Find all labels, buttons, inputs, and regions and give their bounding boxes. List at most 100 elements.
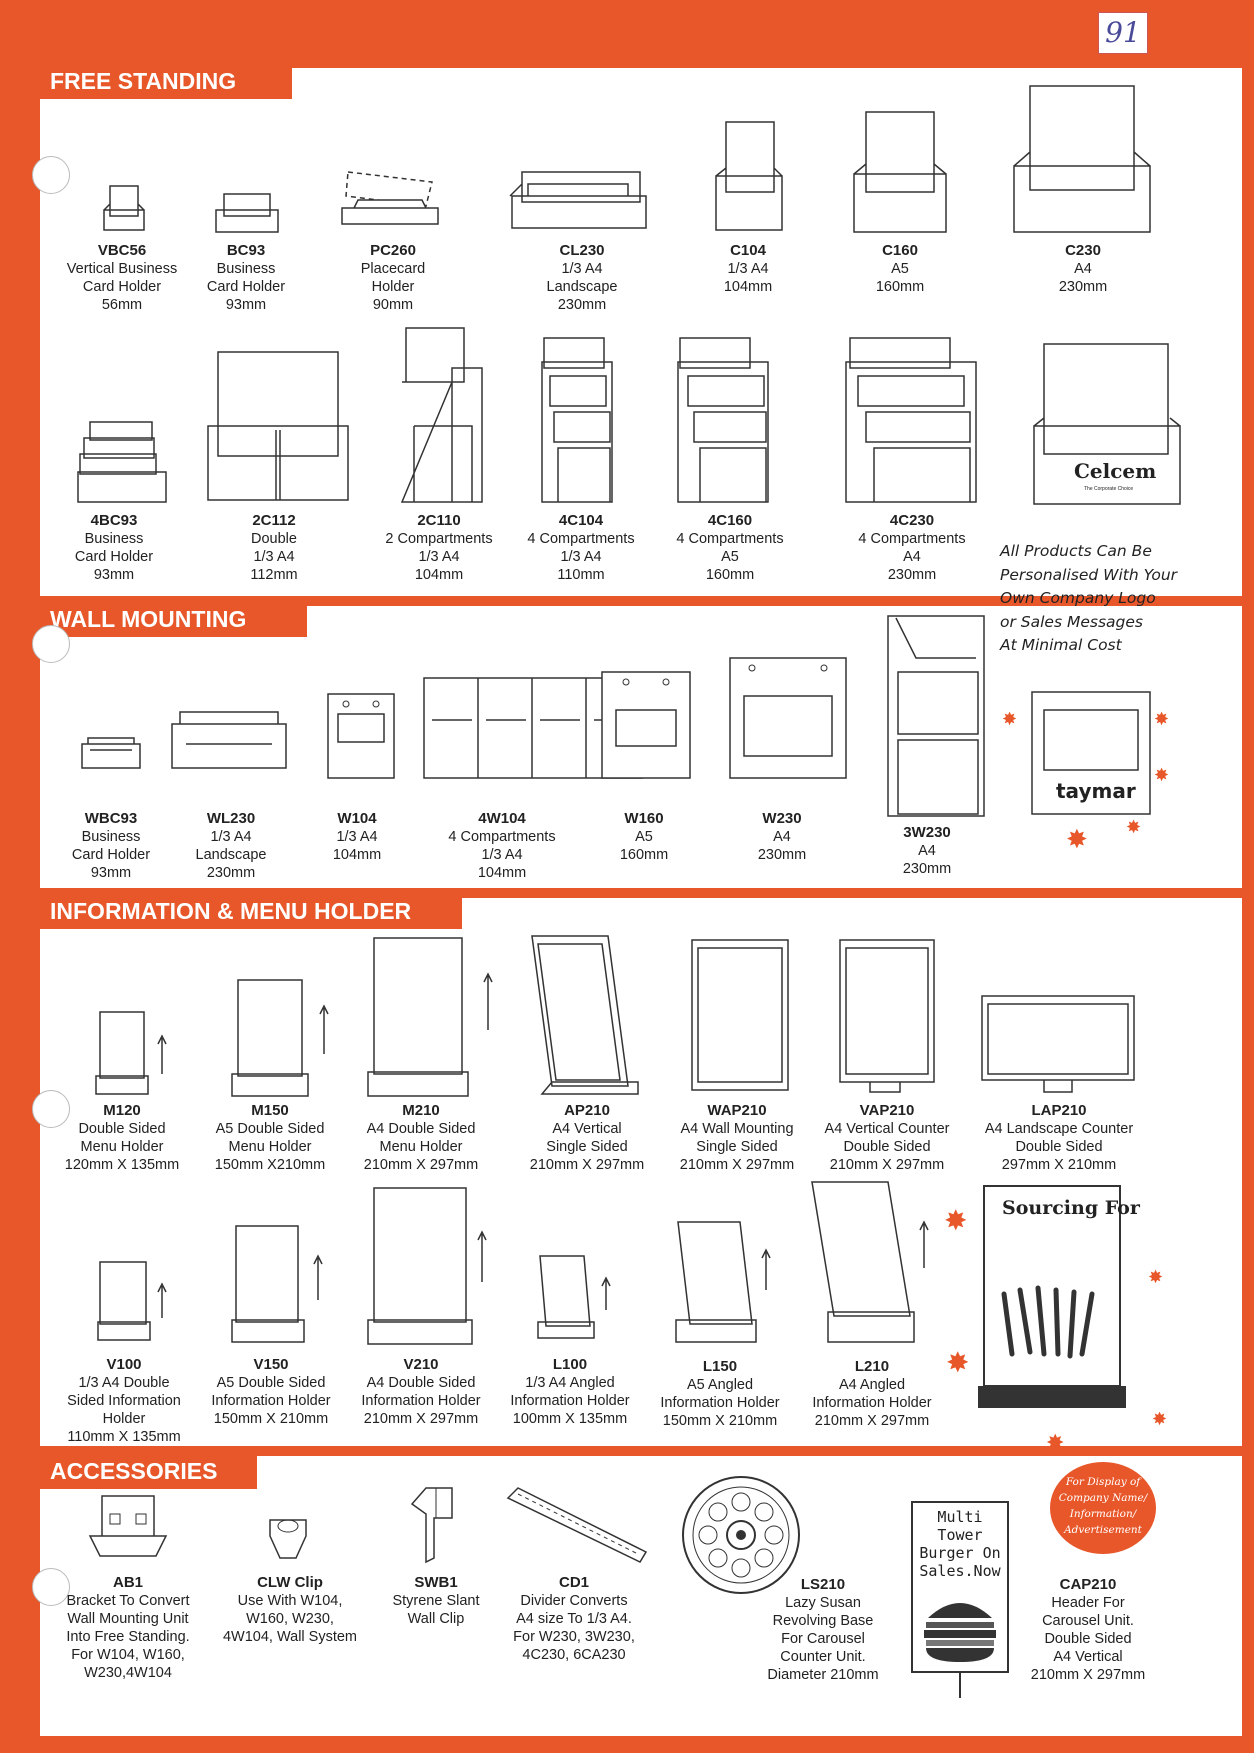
product-clw-clip: CLW Clip Use With W104,W160, W230,4W104,… [222, 1574, 358, 1645]
c160-illustration [852, 110, 948, 234]
2c112-illustration [206, 350, 350, 502]
l150-illustration [674, 1220, 774, 1344]
section-title-info-menu: INFORMATION & MENU HOLDER [40, 892, 462, 929]
v100-illustration [96, 1260, 172, 1342]
cl230-illustration [508, 168, 650, 230]
m120-illustration [94, 1010, 184, 1096]
star-decoration: ✸ [1066, 824, 1088, 854]
m150-illustration [230, 978, 340, 1098]
cd1-illustration [506, 1484, 648, 1564]
wap210-illustration [690, 938, 790, 1092]
sourcing-poster-title: Sourcing For [1002, 1197, 1141, 1219]
w104-illustration [326, 692, 396, 780]
cap210-burger-sign-illustration [910, 1500, 1010, 1700]
celcem-display-illustration: Celcem The Corporate Choice [1032, 340, 1182, 506]
4c230-illustration [844, 336, 980, 504]
section-title-accessories: ACCESSORIES [40, 1452, 257, 1489]
4c104-illustration [540, 336, 618, 504]
section-title-free-standing: FREE STANDING [40, 62, 292, 99]
ap210-illustration [528, 934, 639, 1096]
l100-illustration [536, 1254, 616, 1340]
m210-illustration [366, 936, 496, 1098]
star-decoration: ✸ [1126, 817, 1142, 837]
star-decoration: ✸ [1154, 765, 1170, 785]
lap210-illustration [978, 994, 1138, 1094]
vbc56-illustration [102, 180, 146, 232]
sourcing-poster-illustration: Sourcing For [978, 1184, 1141, 1418]
v150-illustration [230, 1224, 330, 1344]
swb1-illustration [406, 1484, 466, 1564]
binder-hole [32, 1568, 70, 1606]
page-number: 91 [1098, 12, 1148, 54]
4bc93-illustration [76, 420, 168, 504]
star-decoration: ✸ [946, 1347, 970, 1378]
l210-illustration [810, 1180, 940, 1346]
ab1-illustration [88, 1494, 168, 1558]
star-decoration: ✸ [1154, 709, 1170, 729]
ls210-illustration [680, 1474, 802, 1596]
vap210-illustration [838, 938, 938, 1094]
bc93-illustration [214, 190, 280, 234]
section-title-wall-mounting: WALL MOUNTING [40, 600, 307, 637]
star-decoration: ✸ [1148, 1267, 1164, 1287]
clw-clip-illustration [266, 1512, 310, 1560]
binder-hole [32, 156, 70, 194]
wbc93-illustration [80, 736, 142, 770]
star-decoration: ✸ [1152, 1409, 1168, 1429]
v210-illustration [366, 1186, 496, 1346]
binder-hole [32, 625, 70, 663]
celcem-logo: Celcem [1074, 459, 1156, 483]
3w230-illustration [886, 614, 986, 818]
taymar-logo: taymar [1056, 779, 1136, 803]
accessories-panel [40, 1456, 1242, 1736]
4c160-illustration [676, 336, 774, 504]
w230-illustration [728, 656, 848, 780]
c104-illustration [714, 120, 784, 232]
pc260-illustration [340, 168, 440, 228]
star-decoration: ✸ [1046, 1430, 1065, 1455]
binder-hole [32, 1090, 70, 1128]
w160-illustration [600, 670, 692, 780]
star-decoration: ✸ [1002, 709, 1018, 729]
c230-illustration [1012, 84, 1152, 234]
celcem-tagline: The Corporate Choice [1084, 486, 1133, 492]
